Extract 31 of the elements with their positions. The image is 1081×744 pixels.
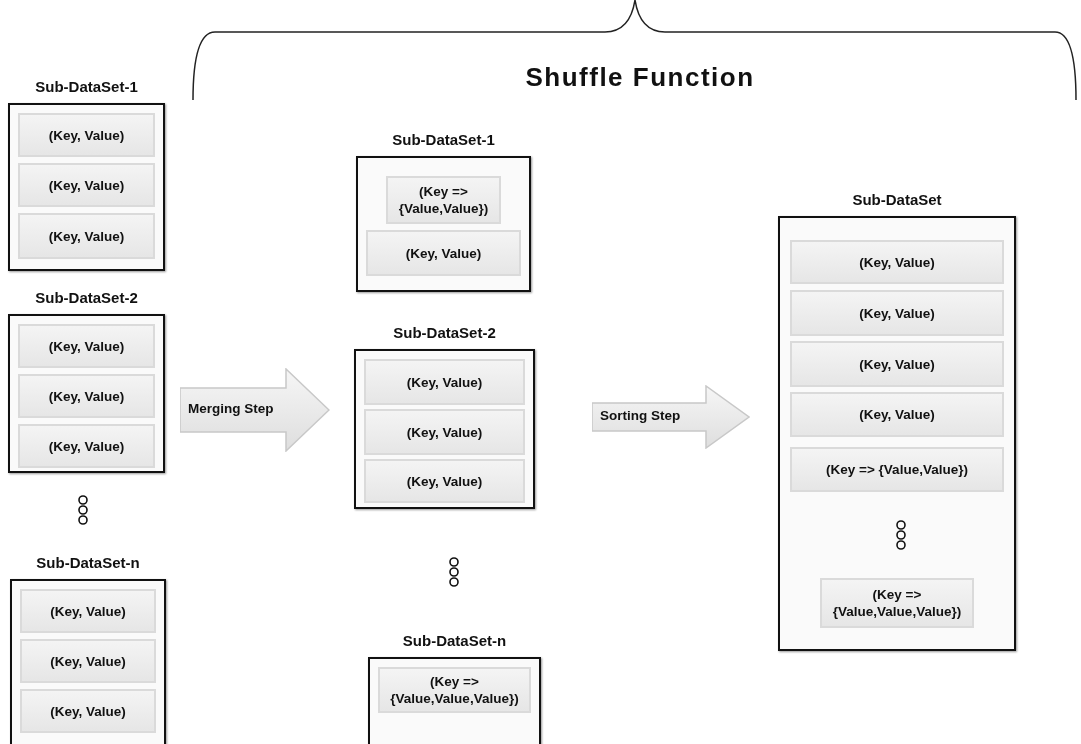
key-value-entry: (Key, Value) <box>18 163 155 207</box>
key-value-entry: (Key, Value) <box>20 689 156 733</box>
key-value-entry: (Key, Value) <box>790 392 1004 437</box>
key-value-entry: (Key, Value) <box>364 359 525 405</box>
key-value-entry: (Key => {Value,Value,Value}) <box>820 578 974 628</box>
key-value-entry: (Key, Value) <box>790 290 1004 336</box>
key-value-entry: (Key, Value) <box>18 113 155 157</box>
panel-title: Sub-DataSet-2 <box>392 324 497 341</box>
key-value-entry: (Key, Value) <box>790 240 1004 284</box>
key-value-entry: (Key, Value) <box>18 424 155 468</box>
key-value-entry: (Key => {Value,Value}) <box>790 447 1004 492</box>
key-value-entry: (Key, Value) <box>364 409 525 455</box>
key-value-entry: (Key, Value) <box>18 324 155 368</box>
key-value-entry: (Key => {Value,Value}) <box>386 176 501 224</box>
arrow-label: Sorting Step <box>600 408 681 423</box>
panel-title: Sub-DataSet-n <box>35 554 141 571</box>
key-value-entry: (Key, Value) <box>364 459 525 503</box>
key-value-entry: (Key, Value) <box>18 374 155 418</box>
key-value-entry: (Key, Value) <box>366 230 521 276</box>
diagram-title: Shuffle Function <box>524 62 756 93</box>
panel-title: Sub-DataSet-2 <box>34 289 139 306</box>
key-value-entry: (Key, Value) <box>20 589 156 633</box>
key-value-entry: (Key => {Value,Value,Value}) <box>378 667 531 713</box>
key-value-entry: (Key, Value) <box>18 213 155 259</box>
panel-title: Sub-DataSet-1 <box>34 78 139 95</box>
arrow-label: Merging Step <box>188 401 274 416</box>
panel-title: Sub-DataSet <box>851 191 943 208</box>
key-value-entry: (Key, Value) <box>20 639 156 683</box>
panel-title: Sub-DataSet-n <box>401 632 508 649</box>
panel-title: Sub-DataSet-1 <box>391 131 496 148</box>
key-value-entry: (Key, Value) <box>790 341 1004 387</box>
